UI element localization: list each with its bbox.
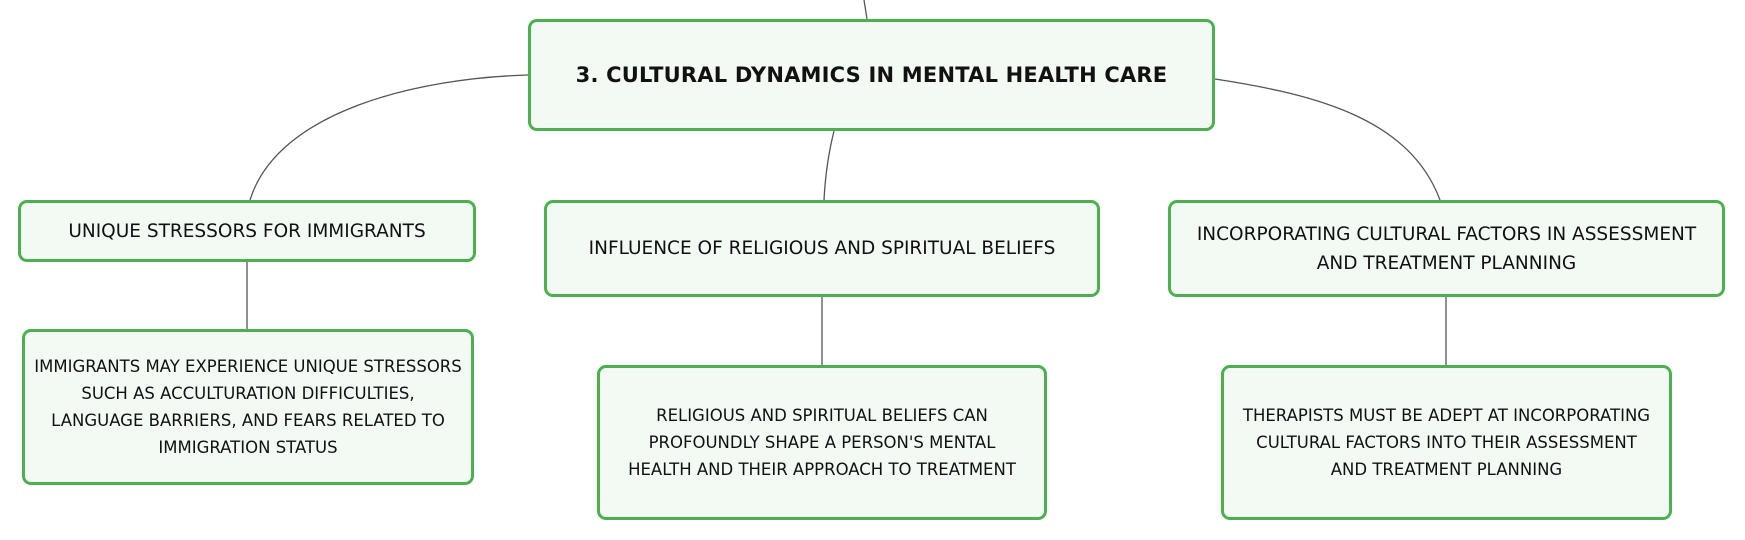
detail-node-cultural-factors[interactable]: THERAPISTS MUST BE ADEPT AT INCORPORATIN…: [1221, 365, 1672, 520]
detail-text: RELIGIOUS AND SPIRITUAL BELIEFS CAN PROF…: [628, 406, 1016, 479]
connector-root-to-branch-3: [1214, 78, 1441, 201]
connector-incoming-to-root: [863, 0, 868, 20]
branch-node-religious-beliefs[interactable]: INFLUENCE OF RELIGIOUS AND SPIRITUAL BEL…: [544, 200, 1100, 297]
branch-label: UNIQUE STRESSORS FOR IMMIGRANTS: [68, 220, 426, 242]
branch-label: INFLUENCE OF RELIGIOUS AND SPIRITUAL BEL…: [588, 238, 1056, 259]
connector-root-to-branch-1: [249, 74, 529, 201]
branch-label: INCORPORATING CULTURAL FACTORS IN ASSESS…: [1196, 223, 1697, 274]
branch-node-immigrant-stressors[interactable]: UNIQUE STRESSORS FOR IMMIGRANTS: [18, 200, 476, 262]
detail-text: THERAPISTS MUST BE ADEPT AT INCORPORATIN…: [1242, 406, 1651, 479]
detail-text: IMMIGRANTS MAY EXPERIENCE UNIQUE STRESSO…: [34, 357, 462, 457]
connector-root-to-branch-2: [823, 130, 835, 201]
root-topic-node[interactable]: 3. CULTURAL DYNAMICS IN MENTAL HEALTH CA…: [528, 19, 1215, 131]
detail-node-religious-beliefs[interactable]: RELIGIOUS AND SPIRITUAL BELIEFS CAN PROF…: [597, 365, 1047, 520]
branch-node-cultural-factors[interactable]: INCORPORATING CULTURAL FACTORS IN ASSESS…: [1168, 200, 1725, 297]
detail-node-immigrant-stressors[interactable]: IMMIGRANTS MAY EXPERIENCE UNIQUE STRESSO…: [22, 329, 474, 485]
root-topic-title: 3. CULTURAL DYNAMICS IN MENTAL HEALTH CA…: [575, 63, 1168, 87]
